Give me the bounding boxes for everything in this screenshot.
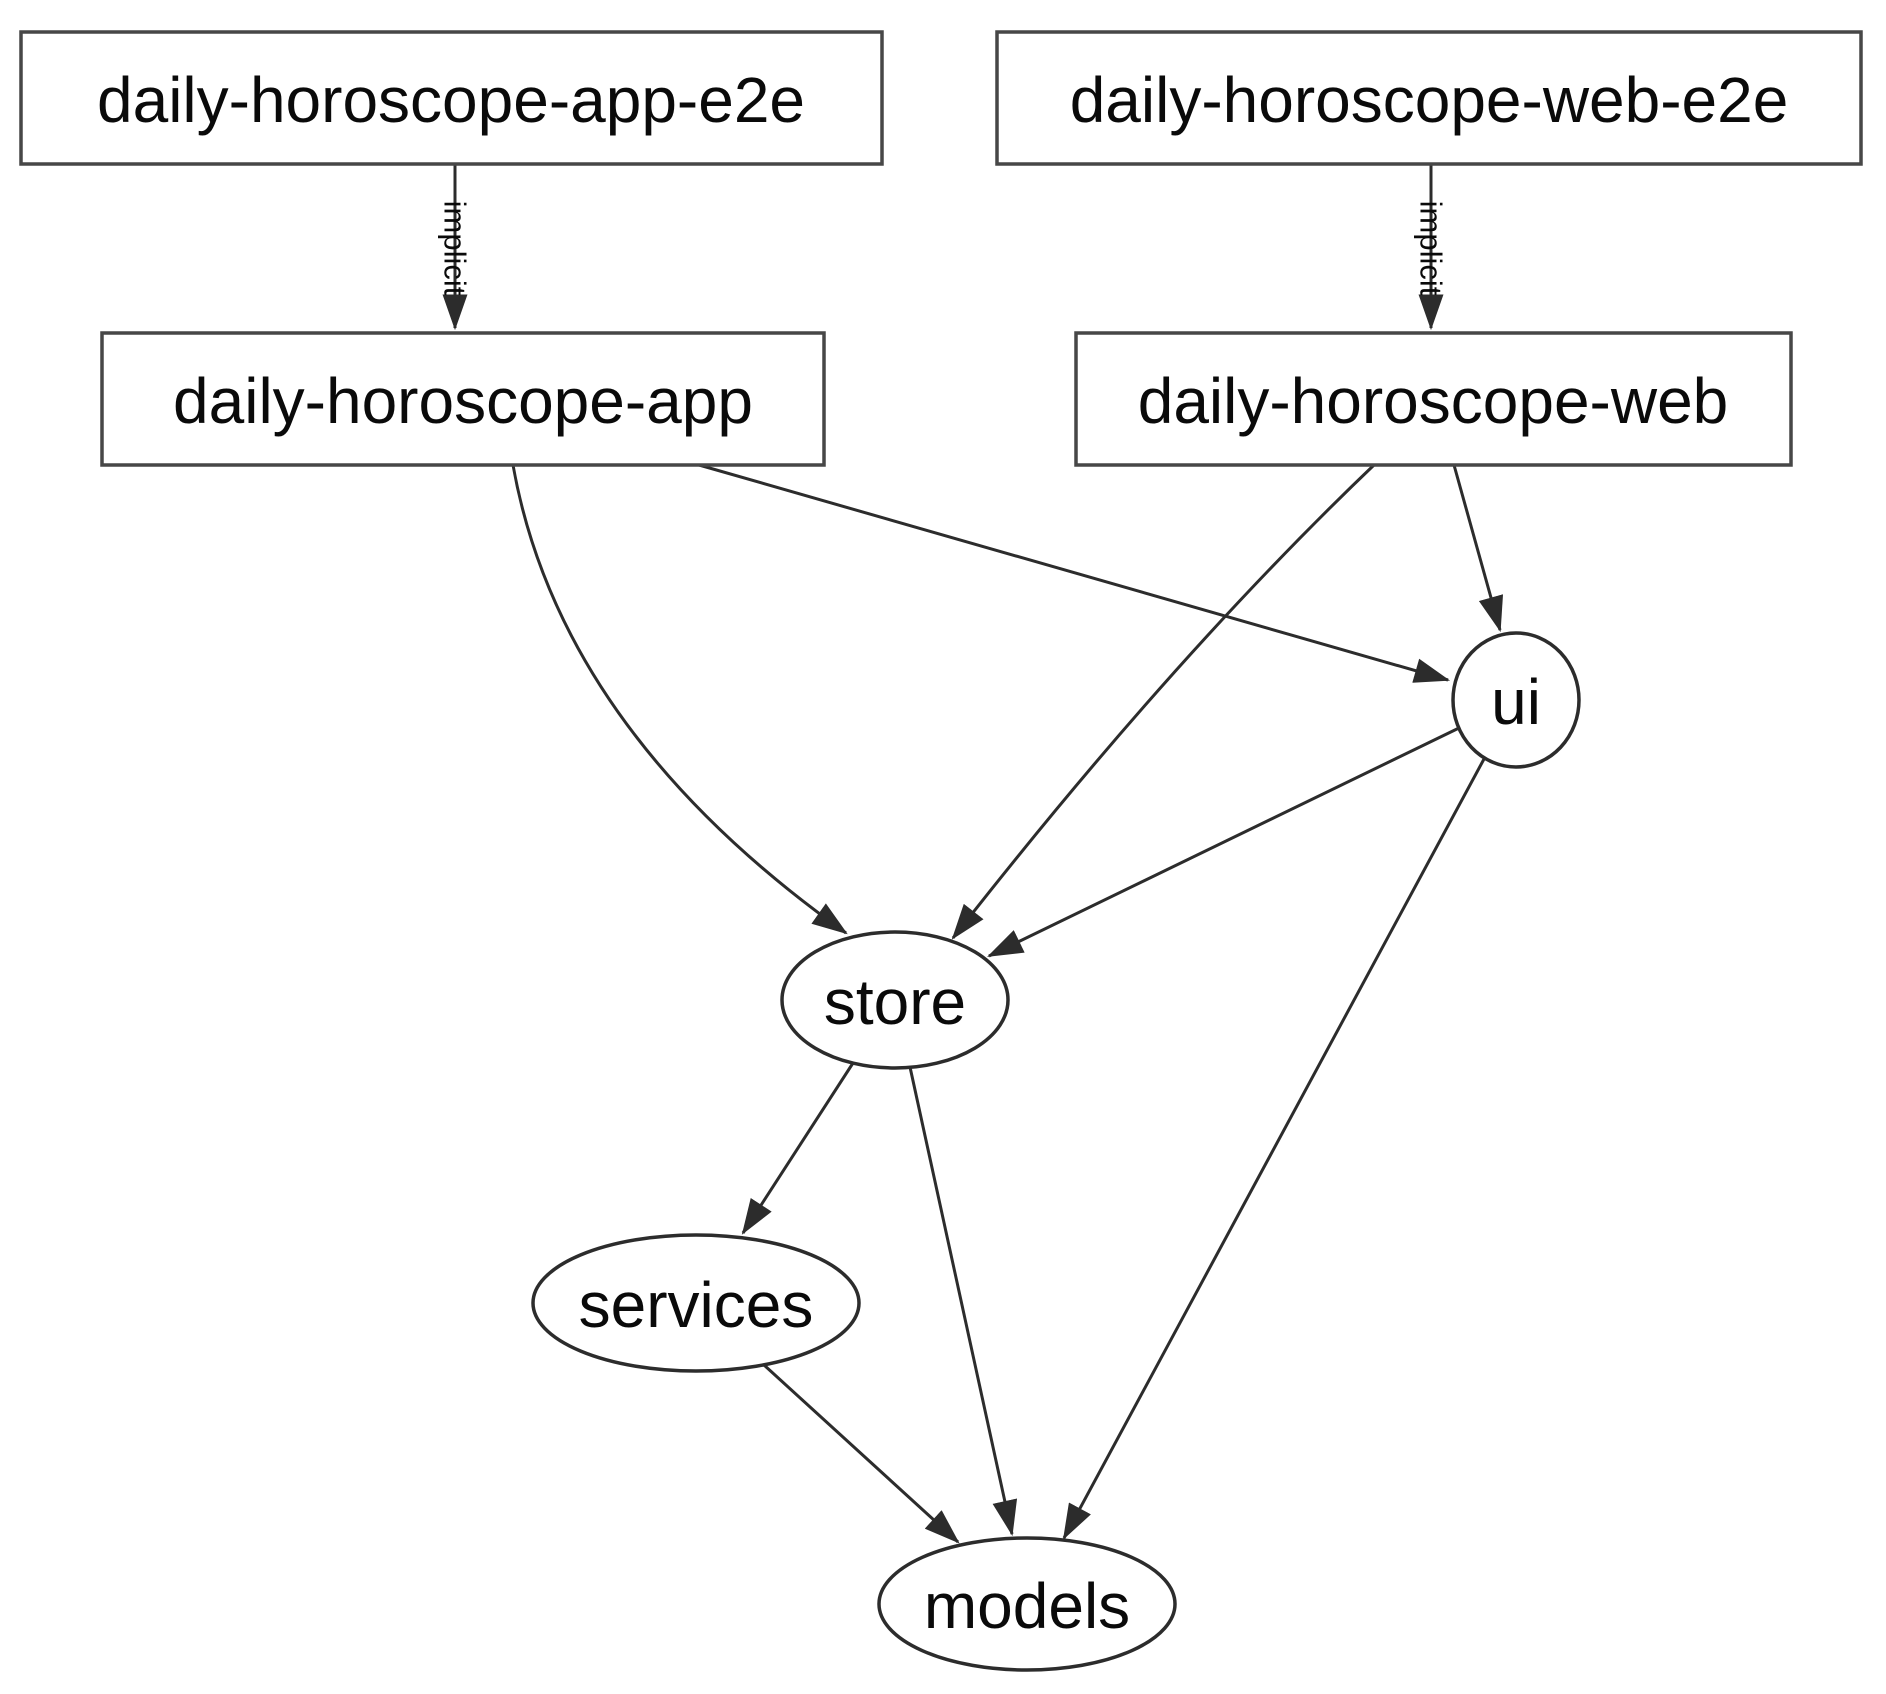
edges: implicit implicit — [438, 164, 1504, 1544]
node-models[interactable]: models — [877, 1536, 1177, 1672]
node-services-label: services — [579, 1269, 814, 1341]
edge-label-implicit-app: implicit — [438, 201, 473, 296]
node-ui-shape — [1451, 631, 1581, 769]
node-daily-horoscope-app-shape — [100, 331, 826, 467]
edge-store-to-services — [741, 1062, 855, 1235]
edge-web-to-store — [951, 463, 1376, 940]
node-daily-horoscope-app-label: daily-horoscope-app — [173, 365, 753, 437]
node-daily-horoscope-web-e2e-shape — [995, 30, 1863, 166]
node-models-label: models — [924, 1570, 1130, 1642]
node-store-shape — [780, 930, 1010, 1070]
edge-label-implicit-web: implicit — [1414, 201, 1449, 296]
node-daily-horoscope-app[interactable]: daily-horoscope-app — [100, 331, 826, 467]
edge-app-to-store — [511, 464, 848, 935]
node-models-shape — [877, 1536, 1177, 1672]
node-daily-horoscope-app-e2e[interactable]: daily-horoscope-app-e2e — [19, 30, 884, 166]
edge-store-to-models — [908, 1066, 1018, 1537]
node-ui-label: ui — [1491, 666, 1541, 738]
node-daily-horoscope-web-label: daily-horoscope-web — [1138, 365, 1729, 437]
node-services[interactable]: services — [531, 1233, 861, 1373]
edge-ui-to-store — [987, 726, 1460, 958]
edge-app-to-ui — [698, 463, 1451, 683]
node-store[interactable]: store — [780, 930, 1010, 1070]
node-daily-horoscope-web-shape — [1074, 331, 1793, 467]
node-daily-horoscope-app-e2e-shape — [19, 30, 884, 166]
node-daily-horoscope-app-e2e-label: daily-horoscope-app-e2e — [97, 64, 805, 136]
node-daily-horoscope-web-e2e-label: daily-horoscope-web-e2e — [1070, 64, 1789, 136]
node-services-shape — [531, 1233, 861, 1373]
edge-ui-to-models — [1062, 758, 1486, 1540]
node-ui[interactable]: ui — [1451, 631, 1581, 769]
edge-services-to-models — [762, 1363, 960, 1544]
edge-web-to-ui — [1452, 464, 1504, 633]
node-daily-horoscope-web[interactable]: daily-horoscope-web — [1074, 331, 1793, 467]
node-daily-horoscope-web-e2e[interactable]: daily-horoscope-web-e2e — [995, 30, 1863, 166]
node-store-label: store — [824, 966, 966, 1038]
